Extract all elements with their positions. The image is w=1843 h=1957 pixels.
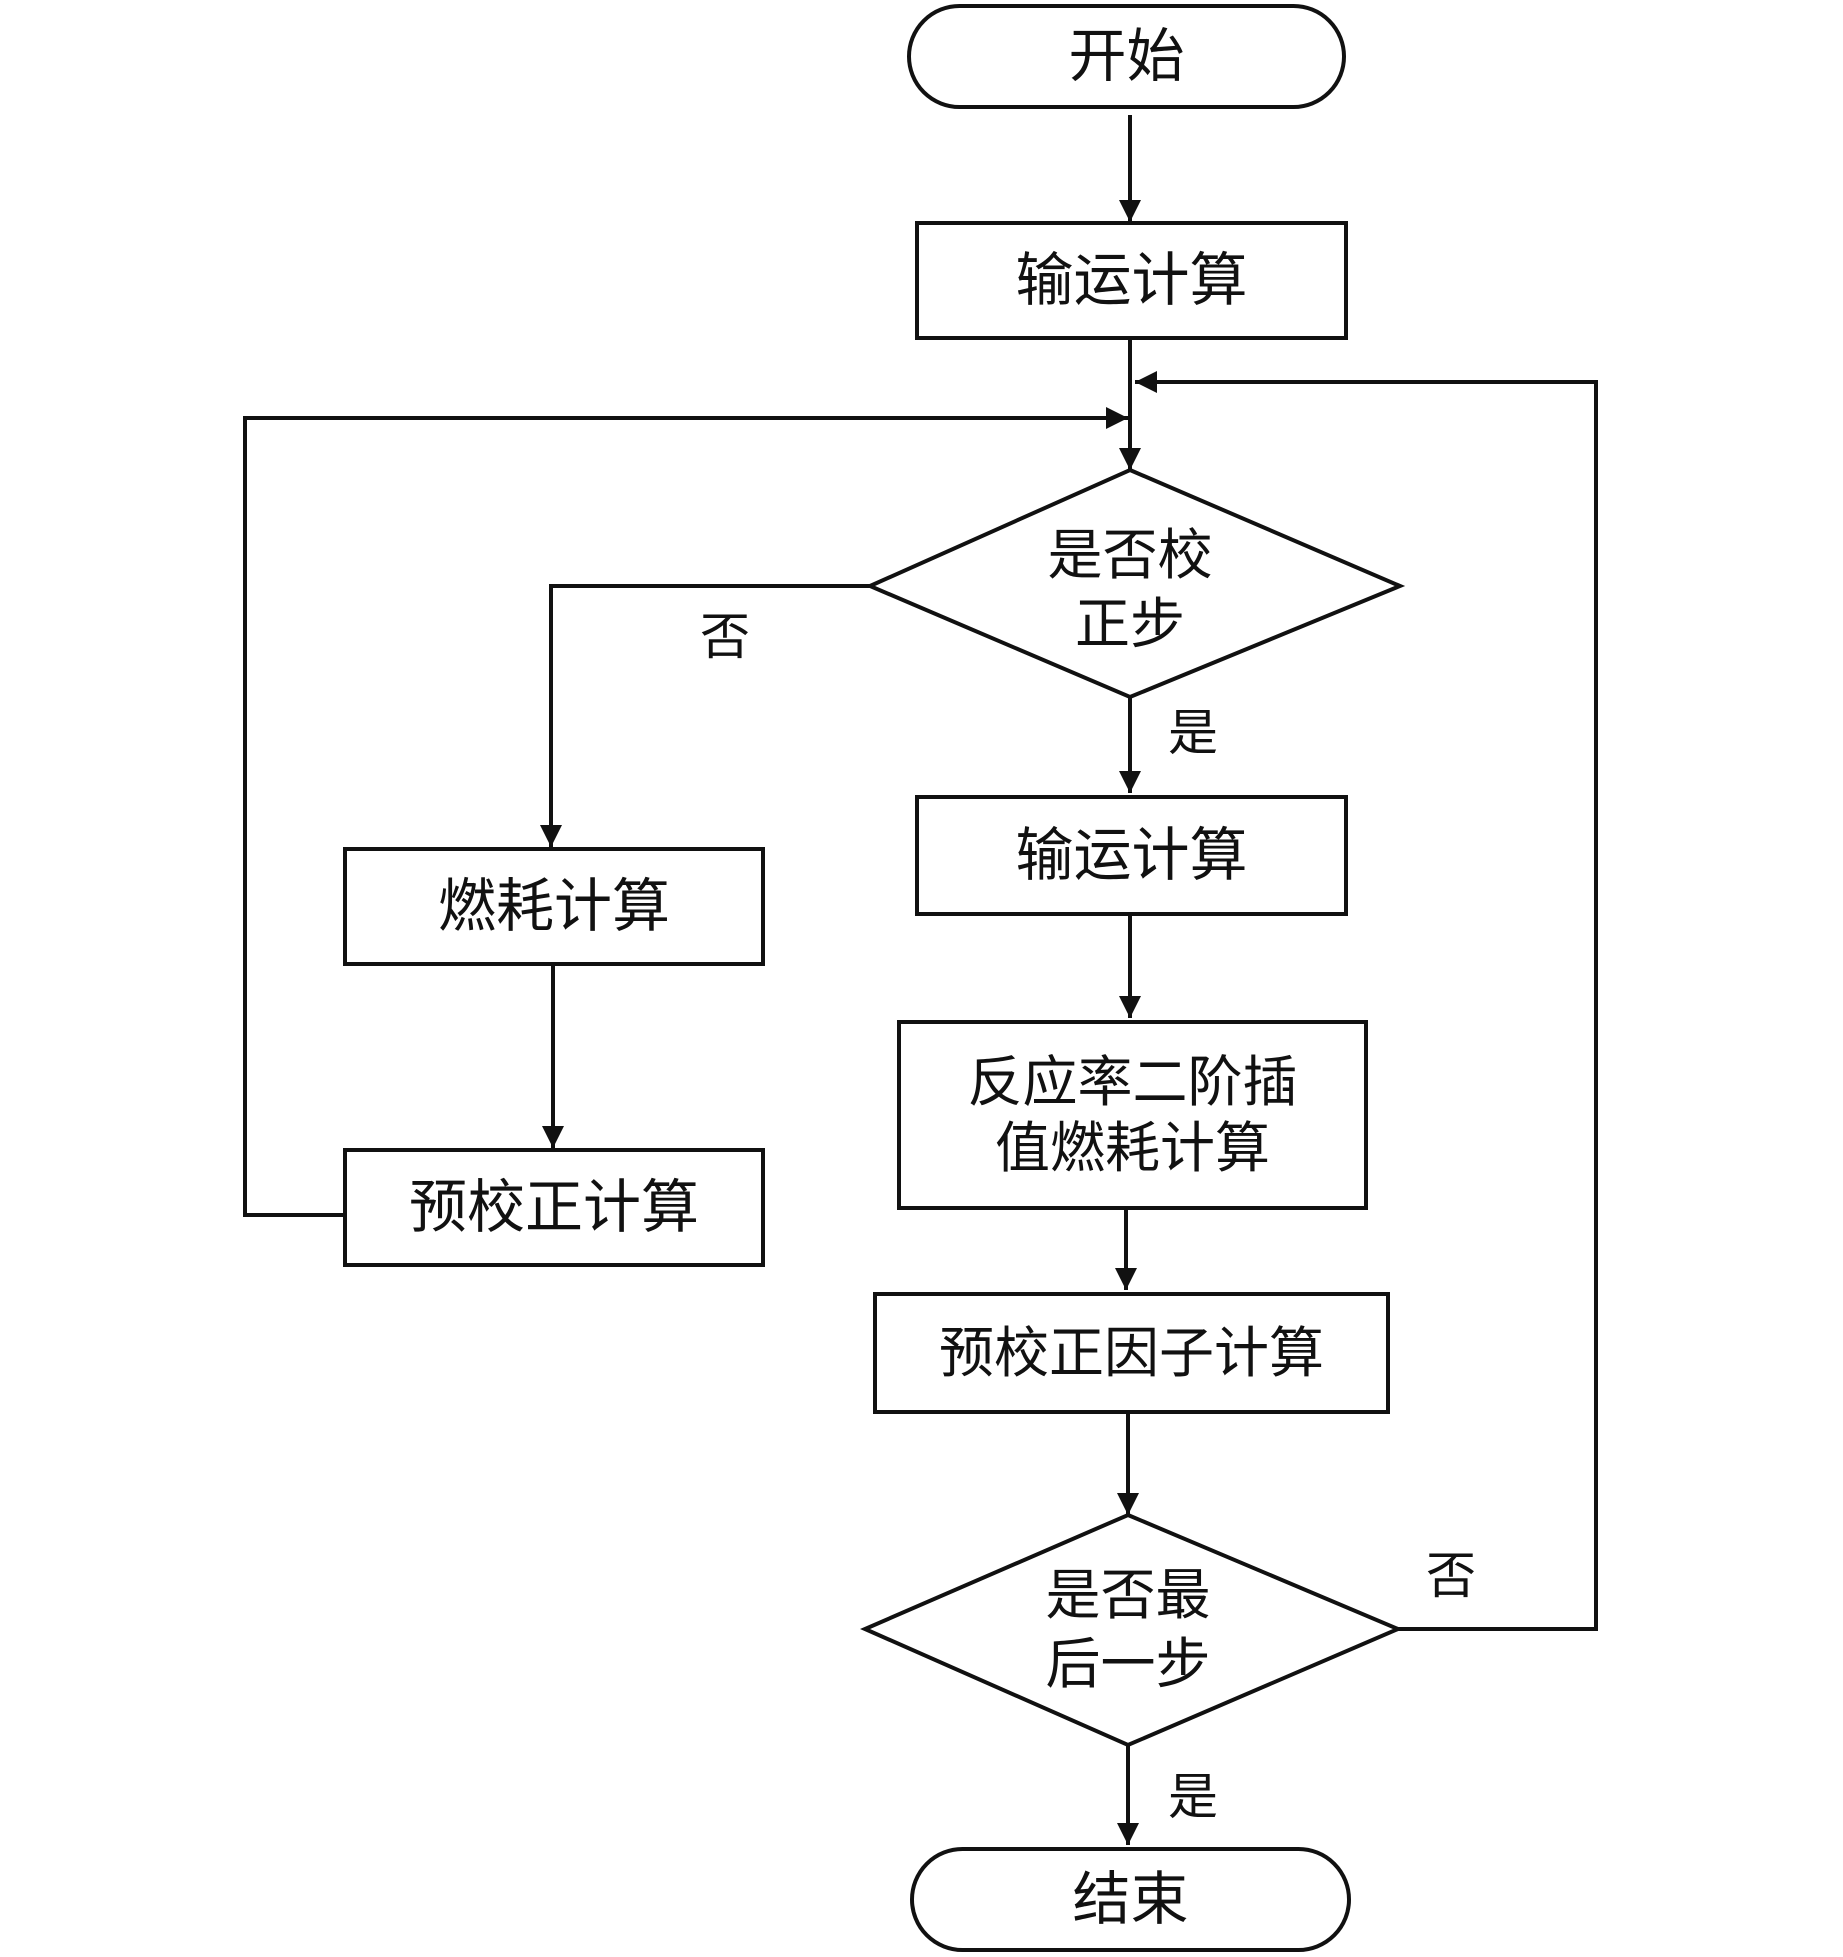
arrow-decision-no-to-burnup [540, 584, 870, 847]
precorrection-calc-label: 预校正计算 [408, 1172, 699, 1241]
reactivity-interp-box: 反应率二阶插 值燃耗计算 [897, 1020, 1368, 1210]
burnup-calc-label: 燃耗计算 [437, 871, 670, 940]
label-no-1: 否 [700, 608, 750, 666]
loop-precorrection-to-decision [243, 407, 1128, 1217]
start-label: 开始 [1068, 21, 1185, 90]
decision-last-line1: 是否最 [1045, 1563, 1211, 1628]
transport-calc-box-2: 输运计算 [915, 795, 1348, 916]
label-no-2: 否 [1426, 1547, 1476, 1605]
decision-correction-step: 是否校 正步 [990, 515, 1270, 665]
precorrection-factor-label: 预校正因子计算 [938, 1321, 1324, 1385]
decision-last-step: 是否最 后一步 [990, 1555, 1266, 1705]
transport-calc-label-1: 输运计算 [1015, 245, 1248, 314]
burnup-calc-box: 燃耗计算 [343, 847, 765, 966]
decision-last-line2: 后一步 [1045, 1632, 1211, 1696]
transport-calc-label-2: 输运计算 [1015, 820, 1248, 889]
reactivity-interp-line1: 反应率二阶插 [967, 1050, 1298, 1114]
start-terminal: 开始 [907, 4, 1346, 109]
decision-correction-line2: 正步 [1074, 592, 1185, 656]
transport-calc-box-1: 输运计算 [915, 221, 1348, 340]
reactivity-interp-line2: 值燃耗计算 [994, 1116, 1270, 1180]
precorrection-factor-box: 预校正因子计算 [873, 1292, 1390, 1414]
end-label: 结束 [1072, 1864, 1189, 1933]
decision-correction-step-shape [865, 467, 1406, 700]
decision-correction-line1: 是否校 [1047, 523, 1213, 588]
label-yes-1: 是 [1168, 704, 1218, 762]
label-yes-2: 是 [1168, 1768, 1218, 1826]
loop-last-step-no [1135, 371, 1598, 1631]
end-terminal: 结束 [910, 1847, 1351, 1952]
precorrection-calc-box: 预校正计算 [343, 1148, 765, 1267]
decision-last-step-shape [860, 1512, 1404, 1748]
